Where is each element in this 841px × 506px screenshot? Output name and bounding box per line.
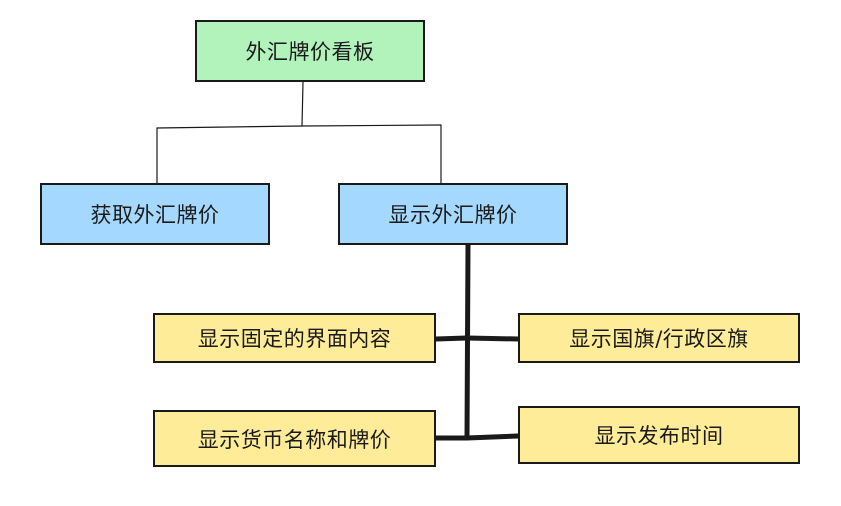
fixed-ui-node: 显示固定的界面内容 xyxy=(153,313,436,363)
publish-time-node: 显示发布时间 xyxy=(518,406,800,464)
currency-rate-node: 显示货币名称和牌价 xyxy=(153,410,436,467)
root-node-label: 外汇牌价看板 xyxy=(245,40,375,64)
fetch-rates-node: 获取外汇牌价 xyxy=(40,183,270,245)
root-branch-line xyxy=(156,124,442,129)
spine-to-fixed-line xyxy=(433,335,470,342)
fetch-rates-label: 获取外汇牌价 xyxy=(90,203,220,227)
publish-time-label: 显示发布时间 xyxy=(594,424,724,448)
flags-label: 显示国旗/行政区旗 xyxy=(569,327,749,351)
show-rates-label: 显示外汇牌价 xyxy=(388,203,518,227)
show-spine-line xyxy=(464,242,471,441)
show-rates-node: 显示外汇牌价 xyxy=(338,183,568,245)
root-stem-line xyxy=(301,81,304,127)
spine-to-time-line xyxy=(464,433,521,441)
flags-node: 显示国旗/行政区旗 xyxy=(518,313,800,363)
fixed-ui-label: 显示固定的界面内容 xyxy=(197,327,392,351)
root-node: 外汇牌价看板 xyxy=(195,20,425,82)
spine-to-flag-line xyxy=(464,335,521,342)
currency-rate-label: 显示货币名称和牌价 xyxy=(197,427,392,452)
